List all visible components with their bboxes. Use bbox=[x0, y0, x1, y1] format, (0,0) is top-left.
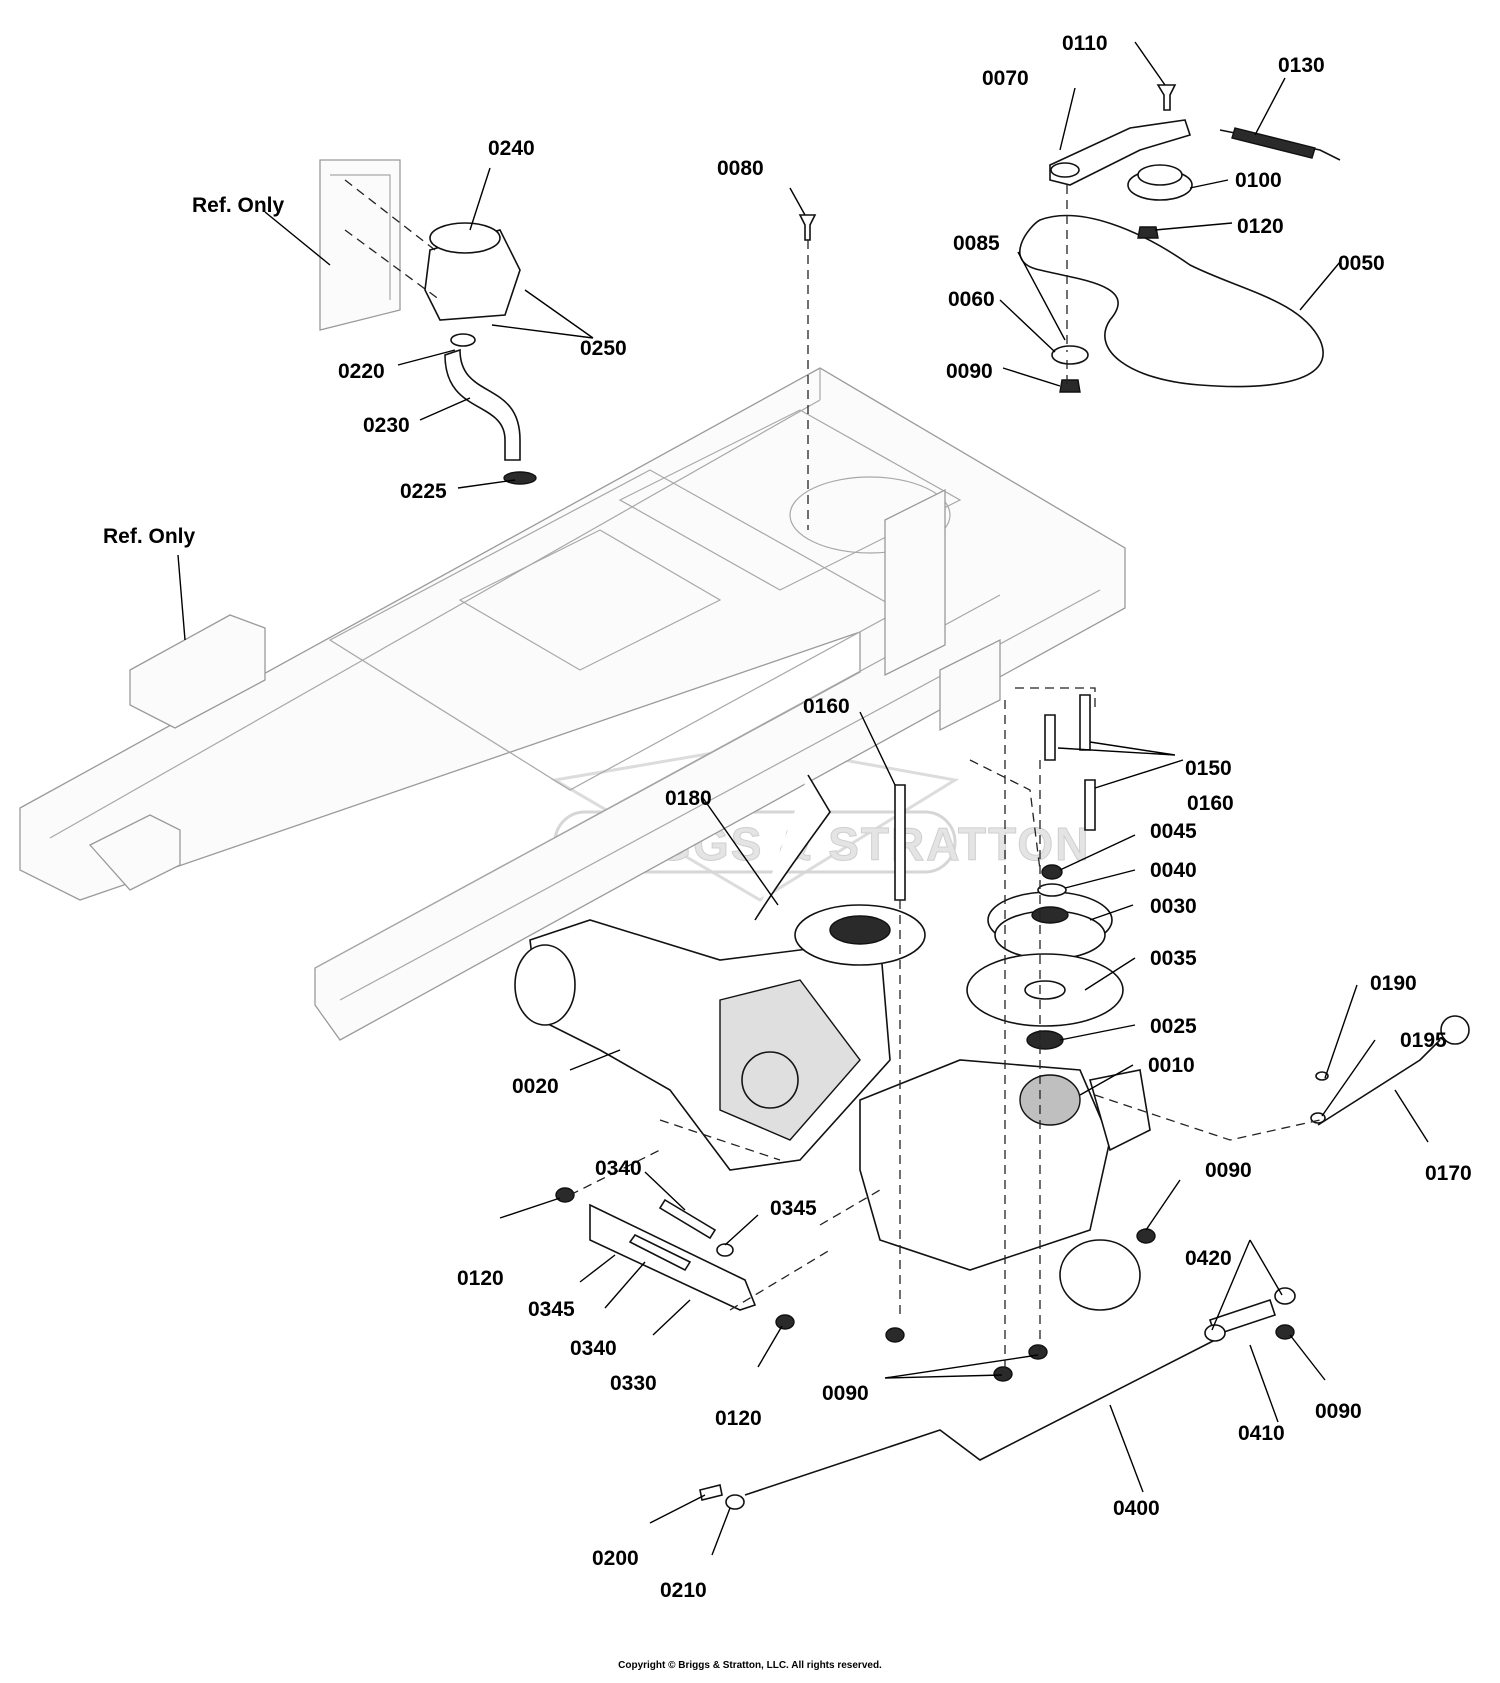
callout-0040: 0040 bbox=[1150, 859, 1197, 882]
callout-0210: 0210 bbox=[660, 1579, 707, 1602]
leader-lines bbox=[177, 41, 1429, 1556]
callout-0230: 0230 bbox=[363, 414, 410, 437]
callout-0400: 0400 bbox=[1113, 1497, 1160, 1520]
callout-0025: 0025 bbox=[1150, 1015, 1197, 1038]
bolts bbox=[628, 694, 1277, 1337]
callout-0120-bottom: 0120 bbox=[715, 1407, 762, 1430]
callout-0240: 0240 bbox=[488, 137, 535, 160]
callout-0160-right: 0160 bbox=[1187, 792, 1234, 815]
callout-0345-bottom: 0345 bbox=[528, 1298, 575, 1321]
callout-0180: 0180 bbox=[665, 787, 712, 810]
assembly-lines bbox=[344, 179, 1321, 1370]
callout-0050: 0050 bbox=[1338, 252, 1385, 275]
belt-0050 bbox=[1019, 214, 1324, 388]
callout-0160-left: 0160 bbox=[803, 695, 850, 718]
pulley-0030 bbox=[987, 891, 1113, 960]
callout-0045: 0045 bbox=[1150, 820, 1197, 843]
callout-0190: 0190 bbox=[1370, 972, 1417, 995]
callout-0220: 0220 bbox=[338, 360, 385, 383]
nuts-washers bbox=[555, 864, 1329, 1510]
callout-0345-top: 0345 bbox=[770, 1197, 817, 1220]
callout-0090-bottom: 0090 bbox=[822, 1382, 869, 1405]
callout-0060: 0060 bbox=[948, 288, 995, 311]
callout-0090-mid: 0090 bbox=[1205, 1159, 1252, 1182]
callout-0130: 0130 bbox=[1278, 54, 1325, 77]
callout-0020: 0020 bbox=[512, 1075, 559, 1098]
callout-0420: 0420 bbox=[1185, 1247, 1232, 1270]
callout-0225: 0225 bbox=[400, 480, 447, 503]
callout-0070: 0070 bbox=[982, 67, 1029, 90]
rod-0170 bbox=[1317, 1015, 1470, 1126]
callout-ref-only-2: Ref. Only bbox=[103, 525, 196, 548]
callout-0085: 0085 bbox=[953, 232, 1000, 255]
callout-0010: 0010 bbox=[1148, 1054, 1195, 1077]
chassis-frame bbox=[19, 159, 1126, 1041]
callout-0110: 0110 bbox=[1062, 32, 1108, 55]
callout-0410: 0410 bbox=[1238, 1422, 1285, 1445]
callout-0150: 0150 bbox=[1185, 757, 1232, 780]
callout-0195: 0195 bbox=[1400, 1029, 1447, 1052]
callout-0120-left: 0120 bbox=[457, 1267, 504, 1290]
idler-hardware bbox=[798, 84, 1177, 393]
reservoir-0240 bbox=[424, 222, 537, 485]
callout-0030: 0030 bbox=[1150, 895, 1197, 918]
callout-0340-top: 0340 bbox=[595, 1157, 642, 1180]
callout-0090-top: 0090 bbox=[946, 360, 993, 383]
callout-0100: 0100 bbox=[1235, 169, 1282, 192]
callout-ref-only-1: Ref. Only bbox=[192, 194, 285, 217]
callout-0120-top: 0120 bbox=[1237, 215, 1284, 238]
fan-0035 bbox=[966, 953, 1124, 1027]
callout-0250: 0250 bbox=[580, 337, 627, 360]
idler-arm-0070 bbox=[1049, 119, 1192, 186]
callout-0170: 0170 bbox=[1425, 1162, 1472, 1185]
callout-0340-bottom: 0340 bbox=[570, 1337, 617, 1360]
callout-0035: 0035 bbox=[1150, 947, 1197, 970]
callout-0090-right: 0090 bbox=[1315, 1400, 1362, 1423]
spring-0130 bbox=[1219, 127, 1341, 161]
callout-0330: 0330 bbox=[610, 1372, 657, 1395]
rod-0400 bbox=[744, 1339, 1216, 1496]
copyright-notice: Copyright © Briggs & Stratton, LLC. All … bbox=[618, 1660, 882, 1671]
transmission-right-0010 bbox=[859, 1059, 1151, 1311]
idler-pulley-0100 bbox=[1127, 164, 1193, 201]
callout-0080: 0080 bbox=[717, 157, 764, 180]
callouts: 0240 Ref. Only 0250 0220 0230 0225 Ref. … bbox=[103, 32, 1472, 1602]
rod-0180 bbox=[754, 774, 831, 921]
transmission-left-0020 bbox=[514, 904, 926, 1171]
callout-0200: 0200 bbox=[592, 1547, 639, 1570]
